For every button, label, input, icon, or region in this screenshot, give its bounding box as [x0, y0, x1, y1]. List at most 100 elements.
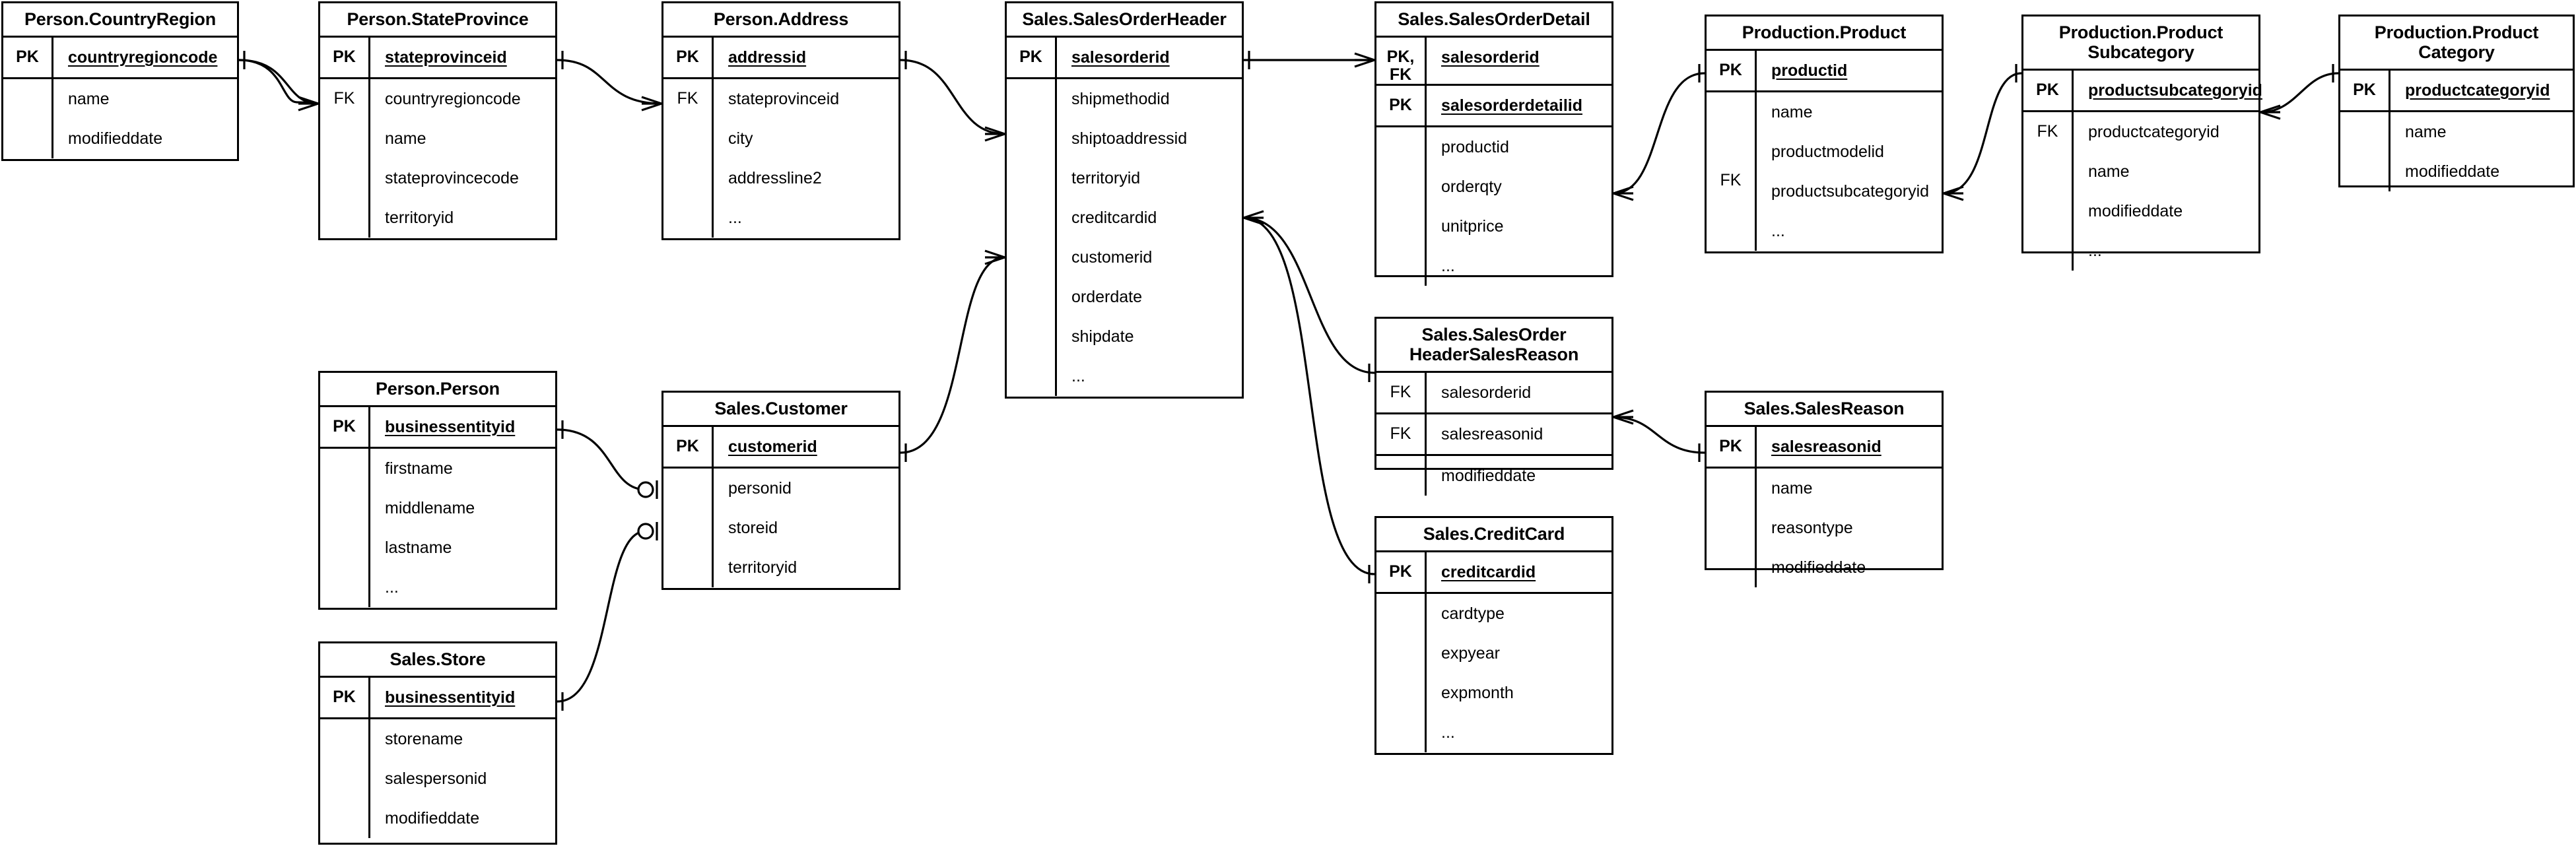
field-name: stateprovincecode: [385, 169, 519, 187]
attribute-row[interactable]: productsubcategoryid: [1757, 172, 1942, 211]
attribute-row[interactable]: ...: [370, 568, 555, 607]
attribute-row[interactable]: countryregioncode: [370, 79, 555, 119]
attribute-row[interactable]: productsubcategoryid: [2074, 71, 2262, 110]
attribute-row[interactable]: territoryid: [1057, 158, 1242, 198]
attribute-row[interactable]: salesorderdetailid: [1427, 86, 1611, 125]
attribute-row[interactable]: ...: [1057, 356, 1242, 396]
attribute-row[interactable]: salesreasonid: [1757, 427, 1942, 467]
attribute-row[interactable]: reasontype: [1757, 508, 1942, 548]
attribute-row[interactable]: name: [1757, 469, 1942, 508]
attribute-row[interactable]: customerid: [1057, 238, 1242, 277]
field-name: cardtype: [1441, 604, 1505, 623]
attribute-row[interactable]: countryregioncode: [53, 38, 237, 77]
attribute-row[interactable]: territoryid: [714, 548, 898, 587]
attribute-row[interactable]: salesorderid: [1427, 373, 1611, 412]
attribute-row[interactable]: name: [1757, 92, 1942, 132]
attribute-row[interactable]: orderdate: [1057, 277, 1242, 317]
attribute-row[interactable]: expmonth: [1427, 673, 1611, 713]
attribute-row[interactable]: productcategoryid: [2390, 71, 2573, 110]
attribute-row[interactable]: orderqty: [1427, 167, 1611, 207]
field-name: modifieddate: [68, 129, 163, 148]
attribute-row[interactable]: shipmethodid: [1057, 79, 1242, 119]
attribute-row[interactable]: ...: [2074, 231, 2258, 271]
entity-title: Sales.Customer: [663, 393, 898, 427]
attribute-row[interactable]: stateprovinceid: [370, 38, 555, 77]
field-name: customerid: [1071, 248, 1153, 267]
crowsfoot-stateprovince: [298, 96, 319, 112]
attribute-row[interactable]: modifieddate: [1757, 548, 1942, 587]
attribute-row[interactable]: businessentityid: [370, 678, 555, 717]
attribute-row[interactable]: productcategoryid: [2074, 112, 2258, 152]
attribute-row[interactable]: expyear: [1427, 634, 1611, 673]
attribute-row[interactable]: salesorderid: [1427, 38, 1611, 77]
attribute-row[interactable]: creditcardid: [1057, 198, 1242, 238]
attribute-row[interactable]: productid: [1427, 127, 1611, 167]
attribute-row[interactable]: ...: [714, 198, 898, 238]
attribute-row[interactable]: lastname: [370, 528, 555, 568]
attribute-row[interactable]: salesreasonid: [1427, 414, 1611, 454]
attribute-row[interactable]: shiptoaddressid: [1057, 119, 1242, 158]
attribute-row[interactable]: ...: [1757, 211, 1942, 251]
key-column: PK: [3, 38, 53, 77]
field-name: name: [1771, 103, 1813, 121]
attribute-row[interactable]: stateprovinceid: [714, 79, 898, 119]
key-column: [1376, 594, 1427, 752]
key-column: PK: [320, 38, 370, 77]
attribute-row[interactable]: creditcardid: [1427, 552, 1611, 592]
key-column: PK, FK: [1376, 38, 1427, 84]
attribute-row[interactable]: firstname: [370, 449, 555, 488]
attribute-row[interactable]: ...: [1427, 713, 1611, 752]
attribute-row[interactable]: salesorderid: [1057, 38, 1242, 77]
attribute-row[interactable]: storeid: [714, 508, 898, 548]
attribute-row[interactable]: personid: [714, 469, 898, 508]
attribute-row[interactable]: addressid: [714, 38, 898, 77]
attribute-row[interactable]: modifieddate: [2074, 191, 2258, 231]
attribute-row[interactable]: shipdate: [1057, 317, 1242, 356]
attribute-row[interactable]: name: [2074, 152, 2258, 191]
attribute-row[interactable]: cardtype: [1427, 594, 1611, 634]
attribute-row[interactable]: territoryid: [370, 198, 555, 238]
attribute-row[interactable]: city: [714, 119, 898, 158]
field-name: productsubcategoryid: [1771, 182, 1930, 201]
attribute-row[interactable]: storename: [370, 719, 555, 759]
attribute-row[interactable]: middlename: [370, 488, 555, 528]
entity-title: Sales.SalesReason: [1707, 393, 1942, 427]
attribute-row[interactable]: stateprovincecode: [370, 158, 555, 198]
attribute-row[interactable]: modifieddate: [1427, 456, 1611, 496]
attribute-row[interactable]: modifieddate: [53, 119, 237, 158]
attribute-row[interactable]: productid: [1757, 51, 1942, 90]
attribute-row[interactable]: businessentityid: [370, 407, 555, 447]
key-column: PK: [663, 427, 714, 467]
attribute-row[interactable]: ...: [1427, 246, 1611, 286]
attribute-row[interactable]: name: [53, 79, 237, 119]
attribute-row[interactable]: productmodelid: [1757, 132, 1942, 172]
primary-key-field: businessentityid: [385, 418, 516, 436]
attribute-row[interactable]: unitprice: [1427, 207, 1611, 246]
attribute-row[interactable]: addressline2: [714, 158, 898, 198]
attribute-row[interactable]: name: [370, 119, 555, 158]
attribute-row[interactable]: modifieddate: [370, 798, 555, 838]
attribute-row[interactable]: customerid: [714, 427, 898, 467]
crowsfoot-reasonlink-salesreason: [1613, 409, 1634, 425]
crowsfoot-salesorderheader-address: [984, 126, 1005, 142]
attribute-row[interactable]: salespersonid: [370, 759, 555, 798]
field-name: productid: [1441, 138, 1509, 156]
attribute-row[interactable]: modifieddate: [2390, 152, 2573, 191]
attribute-row[interactable]: name: [2390, 112, 2573, 152]
